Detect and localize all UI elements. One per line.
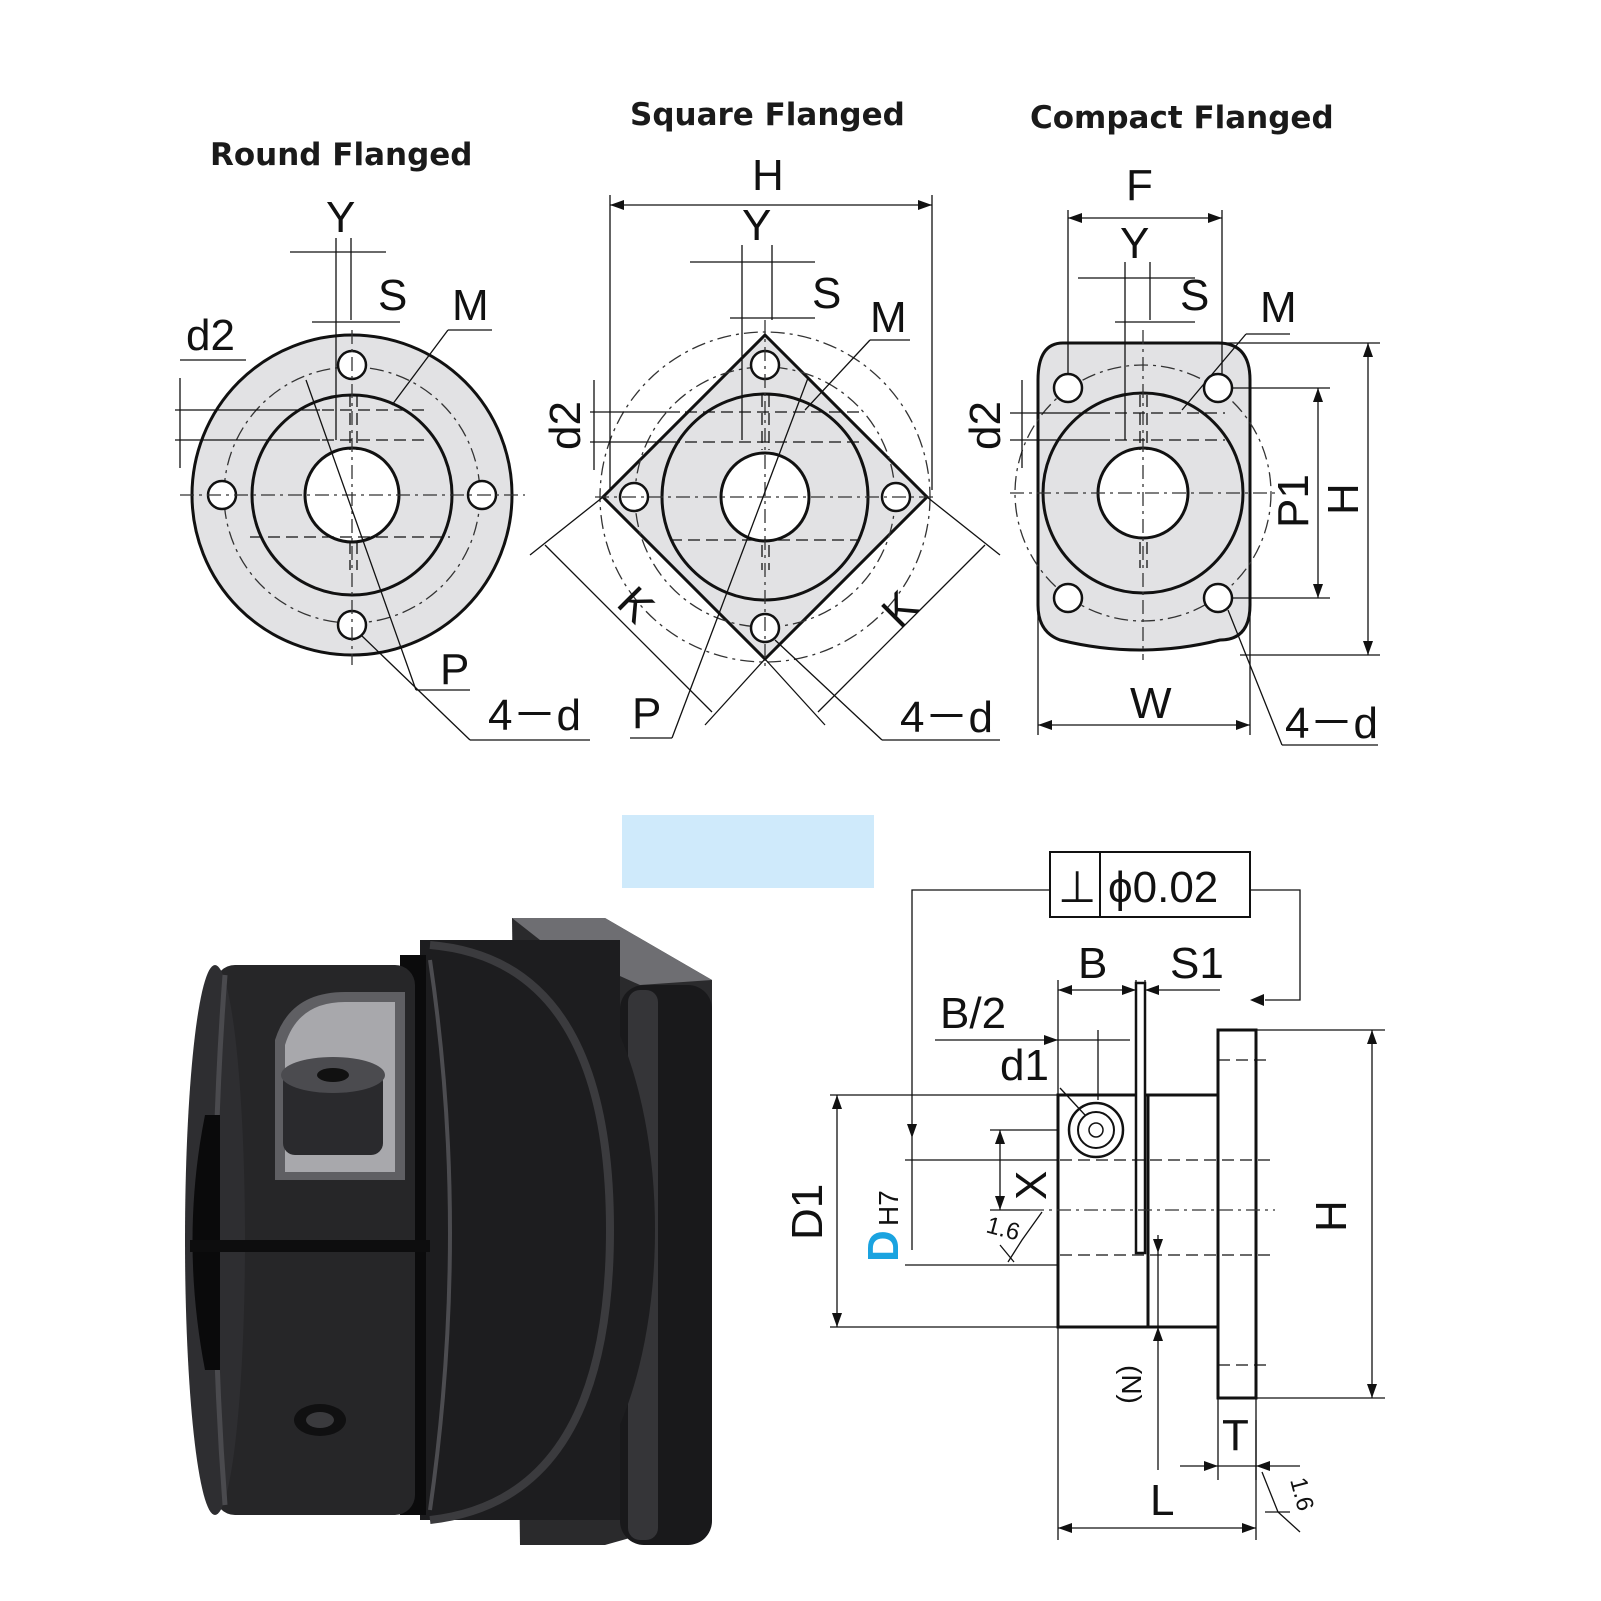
- side-label-X: X: [1007, 1171, 1056, 1200]
- round-label-M: M: [452, 281, 489, 330]
- square-label-d2: d2: [541, 401, 590, 450]
- compact-label-4d: 4－d: [1285, 699, 1378, 748]
- side-label-D1: D1: [783, 1184, 832, 1240]
- square-label-P: P: [632, 689, 661, 738]
- round-label-Y: Y: [326, 193, 355, 242]
- title-round-flanged: Round Flanged: [210, 137, 473, 173]
- square-label-4d: 4－d: [900, 693, 993, 742]
- round-label-S: S: [378, 271, 407, 320]
- compact-label-M: M: [1260, 283, 1297, 332]
- side-label-D: D: [859, 1230, 908, 1262]
- square-label-M: M: [870, 293, 907, 342]
- round-label-4d: 4－d: [488, 691, 581, 740]
- round-label-d2: d2: [186, 311, 235, 360]
- highlight-box: [622, 815, 874, 888]
- side-label-S1: S1: [1170, 939, 1224, 988]
- square-flanged-view: H Y S M d2 K K P 4－d: [529, 151, 1001, 742]
- square-label-K-left: K: [608, 577, 663, 632]
- square-label-S: S: [812, 269, 841, 318]
- side-label-H7: H7: [873, 1190, 904, 1226]
- square-label-K-right: K: [872, 582, 927, 637]
- tolerance-perpendicular-symbol: ⊥: [1058, 863, 1096, 912]
- round-label-P: P: [440, 645, 469, 694]
- compact-flanged-view: F Y S M d2 P1 H W: [961, 161, 1380, 748]
- side-label-d1: d1: [1000, 1041, 1049, 1090]
- side-label-N: (N): [1116, 1365, 1147, 1404]
- square-label-H: H: [752, 151, 784, 200]
- compact-label-W: W: [1130, 679, 1172, 728]
- compact-label-H: H: [1319, 483, 1368, 515]
- compact-label-F: F: [1126, 161, 1153, 210]
- compact-label-S: S: [1180, 271, 1209, 320]
- shaft-collar-photo: [185, 918, 712, 1545]
- title-square-flanged: Square Flanged: [630, 97, 905, 133]
- side-label-B: B: [1078, 939, 1107, 988]
- side-label-T: T: [1222, 1411, 1249, 1460]
- compact-label-d2: d2: [961, 401, 1010, 450]
- compact-label-P1: P1: [1269, 474, 1318, 528]
- side-label-H: H: [1307, 1200, 1356, 1232]
- square-label-Y: Y: [742, 201, 771, 250]
- side-label-L: L: [1150, 1476, 1174, 1525]
- side-label-roughness-2: 1.6: [1284, 1475, 1319, 1514]
- title-compact-flanged: Compact Flanged: [1030, 100, 1334, 136]
- tolerance-value: ϕ0.02: [1108, 863, 1218, 912]
- round-flanged-view: Y S M d2 P 4－d: [175, 193, 590, 741]
- compact-label-Y: Y: [1120, 219, 1149, 268]
- side-label-B-half: B/2: [940, 989, 1006, 1038]
- side-label-roughness-1: 1.6: [983, 1212, 1022, 1247]
- side-section-view: ⊥ ϕ0.02 B S1: [783, 851, 1385, 1540]
